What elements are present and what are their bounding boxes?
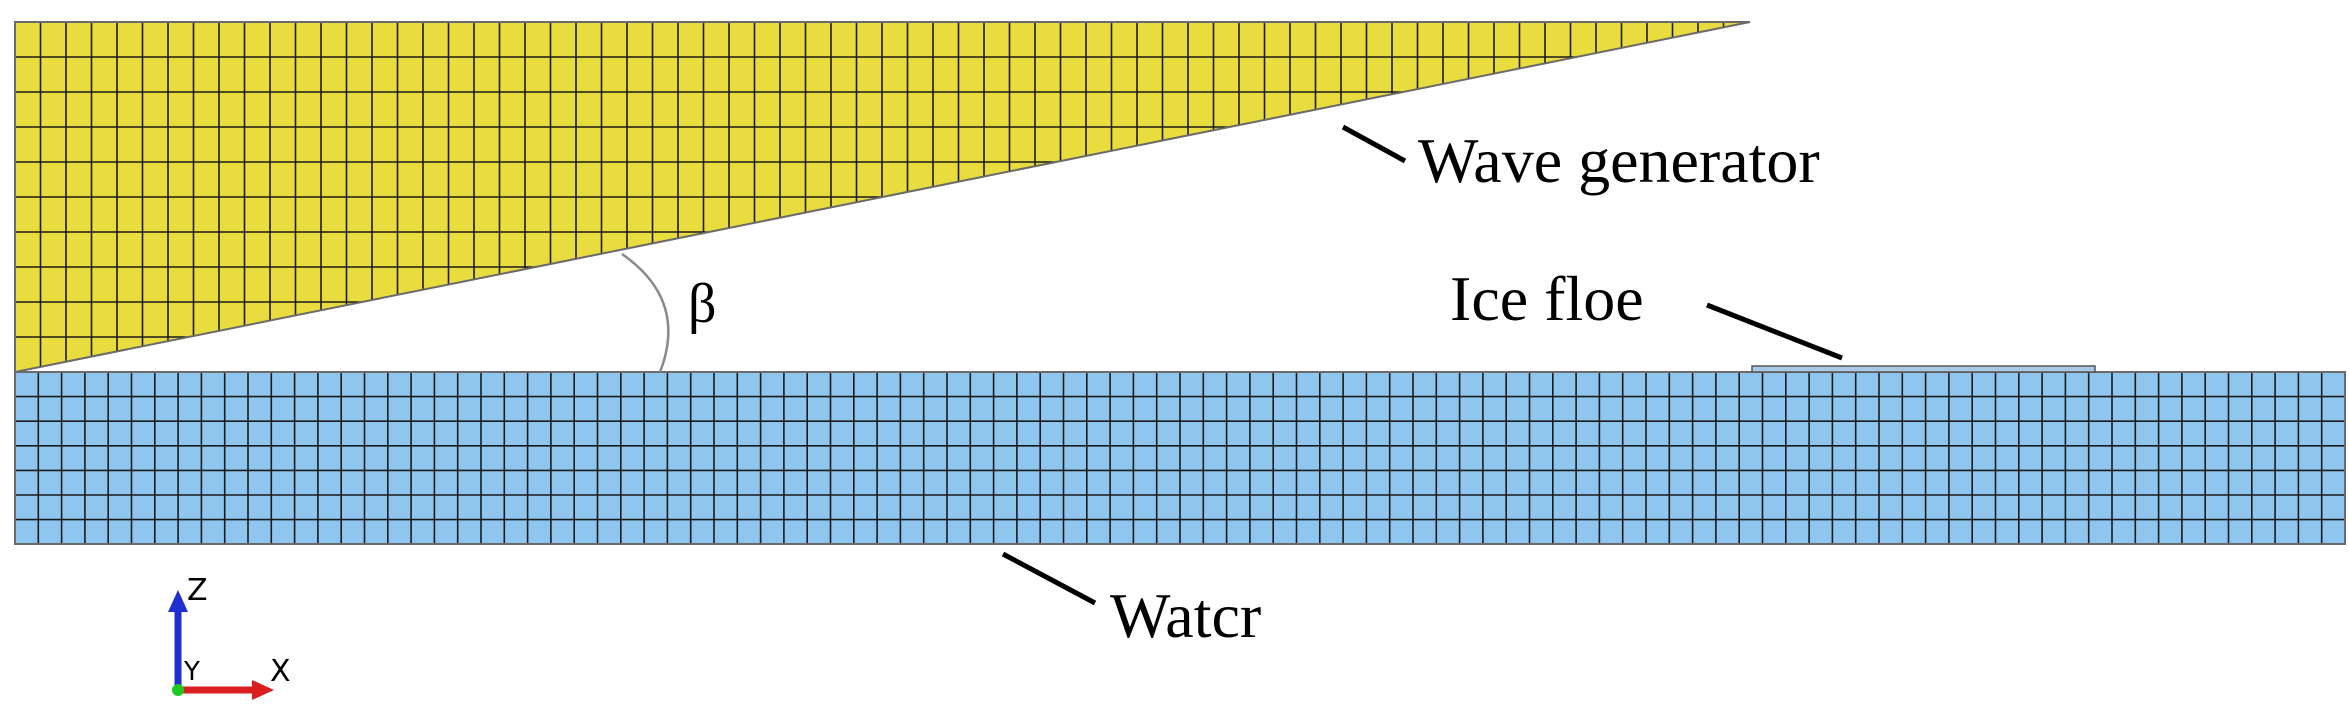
water-domain bbox=[14, 371, 2346, 545]
ice-floe-label: Ice floe bbox=[1450, 263, 1644, 334]
water-leader bbox=[1001, 551, 1097, 606]
axis-z-label: Z bbox=[187, 573, 208, 608]
angle-label: β bbox=[688, 273, 717, 335]
water-label: Watcr bbox=[1110, 580, 1261, 651]
xyz-axis-triad-icon: Z Y X bbox=[168, 573, 291, 700]
ice-floe bbox=[1751, 365, 2096, 373]
angle-arc bbox=[621, 252, 670, 373]
wave-generator-label: Wave generator bbox=[1418, 125, 1820, 196]
wave-generator-leader bbox=[1341, 124, 1407, 164]
axis-y-label: Y bbox=[183, 657, 200, 687]
axis-x-label: X bbox=[270, 654, 291, 689]
ice-floe-leader bbox=[1706, 302, 1843, 361]
